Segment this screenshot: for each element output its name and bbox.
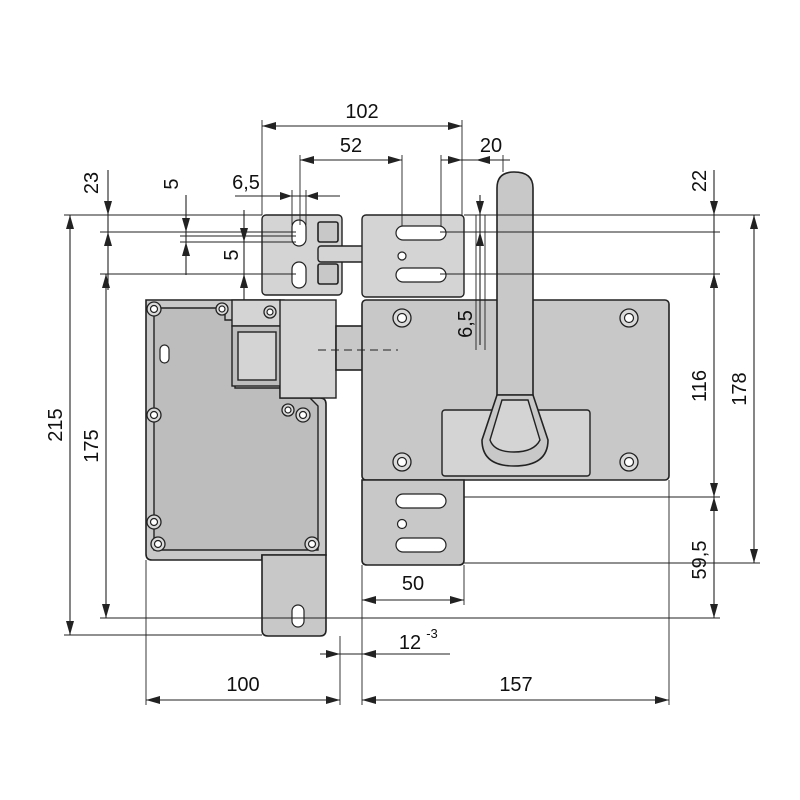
dim-right-22: 22 xyxy=(689,170,711,192)
dimension-labels: 102 52 20 6,5 23 5 5 22 6,5 215 175 116 … xyxy=(45,101,751,696)
dim-top-left-small: 6,5 xyxy=(232,172,260,194)
housing-screws xyxy=(146,301,320,552)
dim-top-width: 102 xyxy=(345,101,378,123)
dim-left-5-lower: 5 xyxy=(221,249,243,260)
dim-gap-base: 12 xyxy=(399,632,421,654)
dim-top-offset: 20 xyxy=(480,135,502,157)
dim-overall-height: 215 xyxy=(45,408,67,441)
lower-plate xyxy=(361,479,465,566)
switch-housing xyxy=(145,299,365,637)
handle-lever xyxy=(481,171,549,467)
dimension-lines xyxy=(66,122,758,704)
dim-plate-width: 157 xyxy=(499,674,532,696)
dim-total-height-right: 178 xyxy=(729,372,751,405)
dim-left-23: 23 xyxy=(81,172,103,194)
dim-left-5-upper: 5 xyxy=(161,178,183,189)
extension-lines xyxy=(64,120,760,705)
dim-gap-tolerance: -3 xyxy=(426,626,438,641)
upper-mounting-bracket xyxy=(361,214,465,298)
dim-housing-height: 175 xyxy=(81,429,103,462)
dim-plate-height: 116 xyxy=(689,370,711,402)
dim-top-slot-span: 52 xyxy=(340,135,362,157)
dim-vertical-6-5: 6,5 xyxy=(455,310,477,338)
dim-lower-plate-height: 59,5 xyxy=(689,541,711,580)
dim-lower-plate-width: 50 xyxy=(402,573,424,595)
dim-housing-width: 100 xyxy=(226,674,259,696)
